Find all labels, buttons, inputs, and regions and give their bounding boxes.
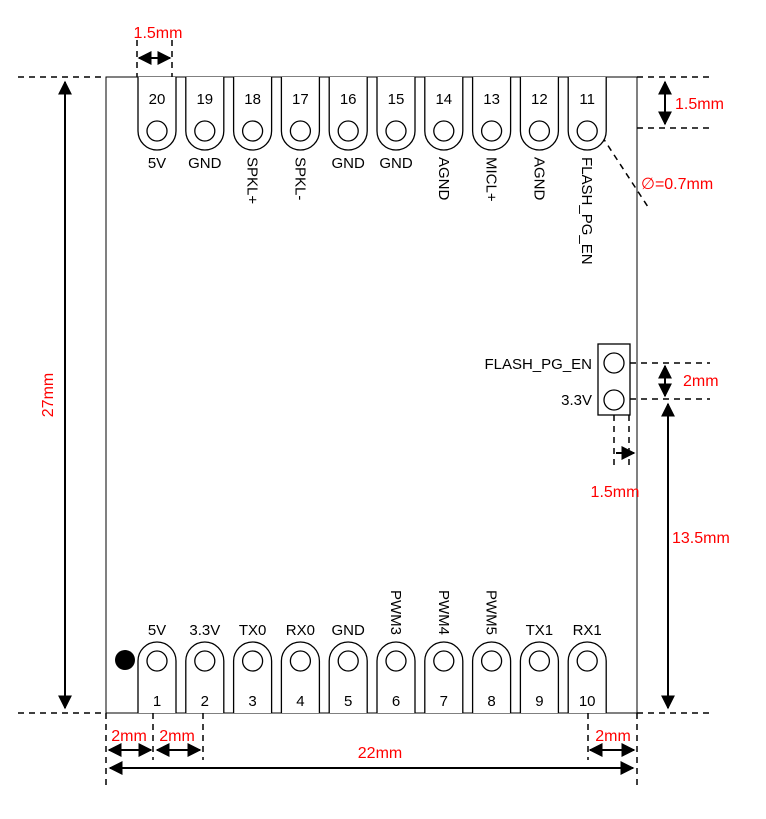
- dim-top-right: 1.5mm: [675, 96, 724, 113]
- top-pin-number: 18: [244, 91, 261, 108]
- side-pin-label: 3.3V: [561, 392, 592, 409]
- bottom-pin-hole: [146, 650, 168, 672]
- top-pin-hole: [433, 120, 455, 142]
- bottom-pin-hole: [576, 650, 598, 672]
- bottom-pin-label: TX1: [526, 622, 554, 639]
- top-pin-number: 19: [196, 91, 213, 108]
- dim-hole-diameter: ∅=0.7mm: [641, 176, 713, 193]
- bottom-pin-label: 3.3V: [189, 622, 220, 639]
- bottom-pin-hole: [385, 650, 407, 672]
- dim-top-pitch: 1.5mm: [134, 25, 183, 42]
- top-pin-number: 15: [388, 91, 405, 108]
- bottom-pin-number: 1: [153, 693, 161, 710]
- bottom-pin-label: GND: [332, 622, 366, 639]
- top-pin-hole: [528, 120, 551, 142]
- top-pin-number: 11: [579, 91, 595, 108]
- top-pin-hole: [241, 120, 264, 142]
- bottom-pin-hole: [433, 650, 455, 672]
- dim-side-offset: 1.5mm: [591, 484, 640, 501]
- top-pin-hole: [480, 120, 503, 142]
- side-pin-hole: [603, 389, 625, 411]
- dim-height: 27mm: [40, 373, 57, 417]
- dim-bottom-pitch: 2mm: [159, 728, 195, 745]
- bottom-pin-hole: [241, 650, 264, 672]
- top-pin-hole: [576, 120, 598, 142]
- bottom-pin-number: 2: [201, 693, 209, 710]
- side-header: FLASH_PG_EN 3.3V: [484, 343, 631, 416]
- side-pin-hole: [603, 352, 625, 374]
- bottom-pin-number: 4: [296, 693, 304, 710]
- bottom-pin-number: 10: [579, 693, 596, 710]
- top-pin-number: 20: [149, 91, 166, 108]
- top-pin-hole: [146, 120, 168, 142]
- top-pin-number: 13: [483, 91, 500, 108]
- top-pin-label: SPKL+: [244, 157, 261, 204]
- dimension-arrows: [58, 51, 675, 775]
- side-pin-label: FLASH_PG_EN: [484, 356, 592, 373]
- bottom-pin-label: RX1: [573, 622, 602, 639]
- dim-bottom-right-edge: 2mm: [595, 728, 631, 745]
- top-pin-number: 12: [531, 91, 548, 108]
- top-pin-label: AGND: [435, 157, 452, 201]
- bottom-pin-row: 1 5V 2 3.3V 3 TX0 4 RX0 5 GND 6 PWM3 7 PWM4 8 PWM5 9 TX1 1…: [137, 590, 607, 713]
- bottom-pin-number: 3: [248, 693, 256, 710]
- bottom-pin-label: 5V: [148, 622, 166, 639]
- bottom-pin-label: PWM5: [483, 590, 500, 635]
- dim-side-to-bottom: 13.5mm: [672, 530, 730, 547]
- bottom-pin-label: RX0: [286, 622, 315, 639]
- top-pin-hole: [337, 120, 359, 142]
- dim-width: 22mm: [358, 745, 402, 762]
- bottom-pin-hole: [194, 650, 216, 672]
- dimension-labels: 1.5mm 1.5mm ∅=0.7mm 27mm 2mm 1.5mm 13.5m…: [40, 25, 730, 762]
- bottom-pin-label: TX0: [239, 622, 267, 639]
- top-pin-label: SPKL-: [291, 157, 308, 200]
- bottom-pin-hole: [528, 650, 551, 672]
- top-pin-label: GND: [379, 155, 413, 172]
- top-pin-hole: [289, 120, 312, 142]
- bottom-pin-number: 9: [535, 693, 543, 710]
- bottom-pin-hole: [289, 650, 312, 672]
- bottom-pin-number: 6: [392, 693, 400, 710]
- top-pin-label: 5V: [148, 155, 166, 172]
- board-outline: [105, 76, 638, 714]
- pin1-marker-dot: [115, 650, 135, 670]
- bottom-pin-number: 5: [344, 693, 352, 710]
- top-pin-number: 17: [292, 91, 309, 108]
- top-pin-hole: [385, 120, 407, 142]
- dim-bottom-left-edge: 2mm: [111, 728, 147, 745]
- bottom-pin-number: 8: [487, 693, 495, 710]
- top-pin-label: FLASH_PG_EN: [578, 157, 595, 265]
- bottom-pin-hole: [480, 650, 503, 672]
- bottom-pin-number: 7: [440, 693, 448, 710]
- top-pin-hole: [194, 120, 216, 142]
- top-pin-label: GND: [332, 155, 366, 172]
- extension-lines: [18, 40, 710, 790]
- bottom-pin-hole: [337, 650, 359, 672]
- top-pin-label: MICL+: [483, 157, 500, 202]
- top-pin-number: 14: [435, 91, 452, 108]
- top-pin-label: AGND: [530, 157, 547, 201]
- bottom-pin-label: PWM3: [387, 590, 404, 635]
- dim-side-pitch: 2mm: [683, 373, 719, 390]
- bottom-pin-label: PWM4: [435, 590, 452, 635]
- top-pin-number: 16: [340, 91, 357, 108]
- top-pin-label: GND: [188, 155, 222, 172]
